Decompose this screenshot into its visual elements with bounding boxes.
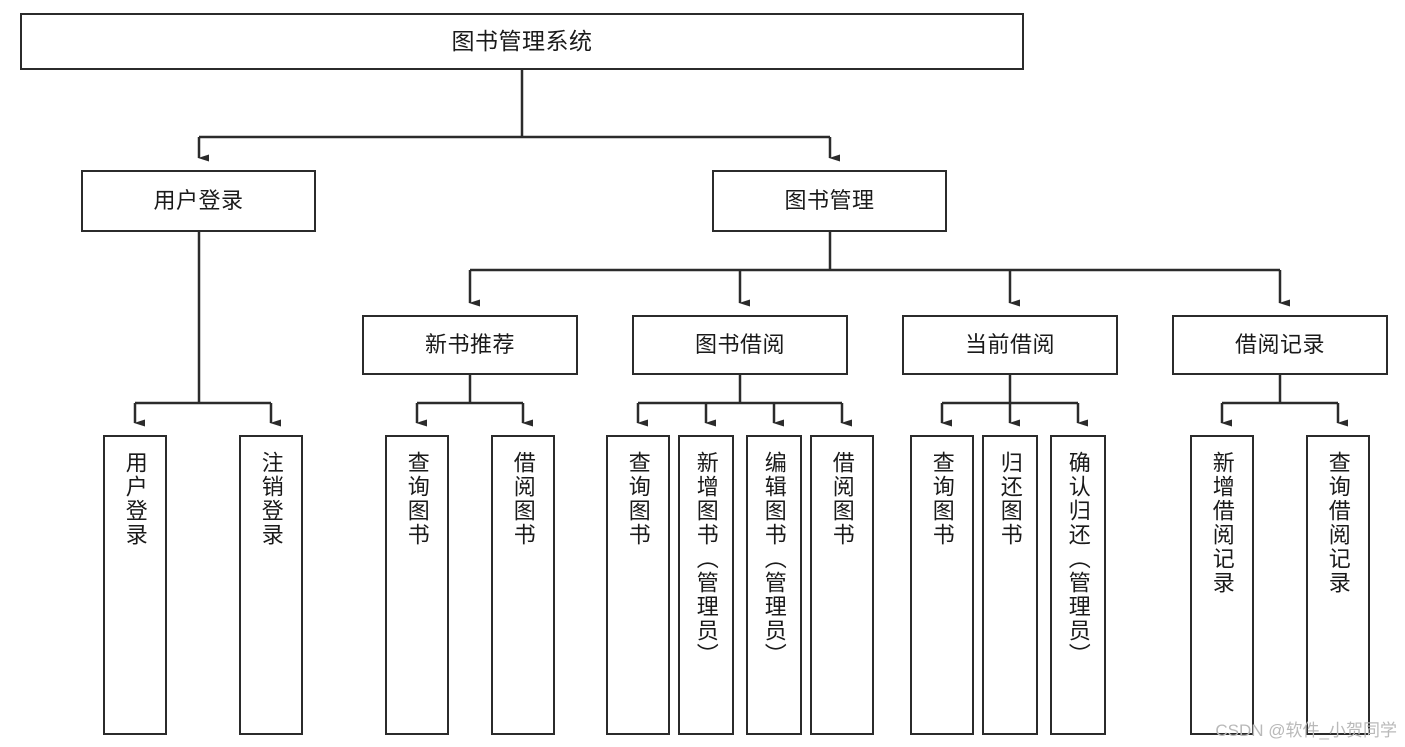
leaf-record-query-record[interactable]: 查询借阅记录 — [1306, 435, 1370, 735]
node-label: 新增借阅记录 — [1209, 451, 1235, 595]
node-label: 确认归还（管理员） — [1065, 451, 1091, 667]
node-root-system[interactable]: 图书管理系统 — [20, 13, 1024, 70]
node-label: 用户登录 — [153, 188, 244, 214]
leaf-user-login-login[interactable]: 用户登录 — [103, 435, 167, 735]
node-label: 新书推荐 — [424, 332, 515, 358]
node-label: 编辑图书（管理员） — [761, 451, 787, 667]
node-new-book-recommend[interactable]: 新书推荐 — [362, 315, 578, 375]
node-current-borrow[interactable]: 当前借阅 — [902, 315, 1118, 375]
node-label: 当前借阅 — [964, 332, 1055, 358]
node-label: 查询图书 — [929, 451, 955, 547]
leaf-current-return-book[interactable]: 归还图书 — [982, 435, 1038, 735]
node-book-borrow[interactable]: 图书借阅 — [632, 315, 848, 375]
leaf-user-login-logout[interactable]: 注销登录 — [239, 435, 303, 735]
node-book-management[interactable]: 图书管理 — [712, 170, 947, 232]
node-label: 查询图书 — [625, 451, 651, 547]
leaf-recommend-borrow-book[interactable]: 借阅图书 — [491, 435, 555, 735]
leaf-borrow-add-book-admin[interactable]: 新增图书（管理员） — [678, 435, 734, 735]
node-label: 用户登录 — [122, 451, 148, 547]
node-label: 图书管理 — [784, 188, 875, 214]
node-label: 图书借阅 — [694, 332, 785, 358]
node-label: 查询借阅记录 — [1325, 451, 1351, 595]
node-label: 借阅图书 — [829, 451, 855, 547]
leaf-borrow-edit-book-admin[interactable]: 编辑图书（管理员） — [746, 435, 802, 735]
node-label: 借阅图书 — [510, 451, 536, 547]
node-label: 图书管理系统 — [451, 28, 593, 55]
leaf-recommend-query-book[interactable]: 查询图书 — [385, 435, 449, 735]
leaf-current-query-book[interactable]: 查询图书 — [910, 435, 974, 735]
node-label: 新增图书（管理员） — [693, 451, 719, 667]
leaf-borrow-borrow-book[interactable]: 借阅图书 — [810, 435, 874, 735]
watermark-text: CSDN @软件_小贺同学 — [1215, 721, 1397, 740]
node-label: 归还图书 — [997, 451, 1023, 547]
leaf-record-add-record[interactable]: 新增借阅记录 — [1190, 435, 1254, 735]
leaf-current-confirm-return-admin[interactable]: 确认归还（管理员） — [1050, 435, 1106, 735]
leaf-borrow-query-book[interactable]: 查询图书 — [606, 435, 670, 735]
node-label: 查询图书 — [404, 451, 430, 547]
node-label: 注销登录 — [258, 451, 284, 547]
node-user-login[interactable]: 用户登录 — [81, 170, 316, 232]
node-label: 借阅记录 — [1234, 332, 1325, 358]
node-borrow-record[interactable]: 借阅记录 — [1172, 315, 1388, 375]
